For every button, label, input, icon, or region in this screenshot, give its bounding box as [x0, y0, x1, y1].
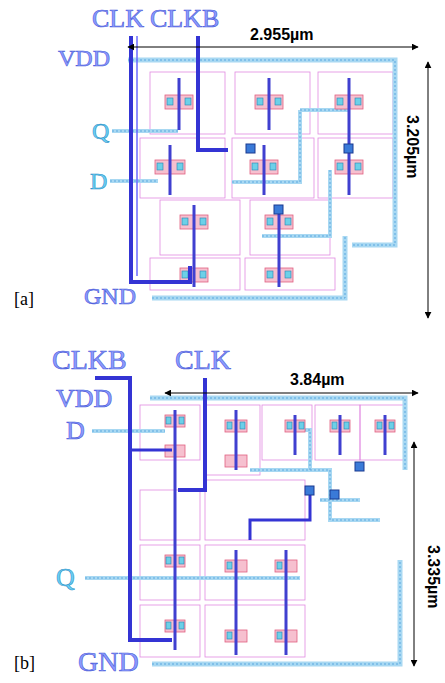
contacts-b: [166, 417, 394, 639]
signal-label: VDD: [56, 386, 112, 412]
dimension-arrows-a: [128, 47, 428, 318]
dimension-arrows-b: [165, 393, 418, 666]
contacts-a: [157, 98, 361, 278]
metal-rails-b: [85, 398, 405, 664]
dimension-label: 3.335µm: [425, 545, 441, 608]
signal-label: Q: [92, 119, 109, 143]
clock-wires-a: [131, 36, 353, 282]
panel-label: [b]: [14, 654, 35, 672]
diffusion-a: [155, 95, 363, 282]
dimension-label: 3.205µm: [404, 115, 420, 178]
signal-label: Q: [56, 565, 75, 591]
cell-outlines-b: [140, 405, 405, 657]
diffusion-b: [165, 415, 395, 642]
dimension-label: 3.84µm: [290, 372, 345, 388]
signal-label: CLK: [92, 6, 144, 32]
metal-rails-a: [110, 60, 395, 298]
panel-label: [a]: [14, 290, 34, 308]
signal-label: CLKB: [150, 6, 219, 32]
dimension-label: 2.955µm: [250, 27, 313, 43]
signal-label: CLKB: [52, 346, 127, 374]
signal-label: GND: [78, 648, 139, 676]
signal-label: GND: [84, 284, 136, 308]
signal-label: CLK: [175, 346, 231, 374]
signal-label: VDD: [58, 46, 110, 70]
clock-wires-b: [95, 378, 364, 640]
signal-label: D: [90, 169, 107, 193]
signal-label: D: [66, 418, 85, 444]
